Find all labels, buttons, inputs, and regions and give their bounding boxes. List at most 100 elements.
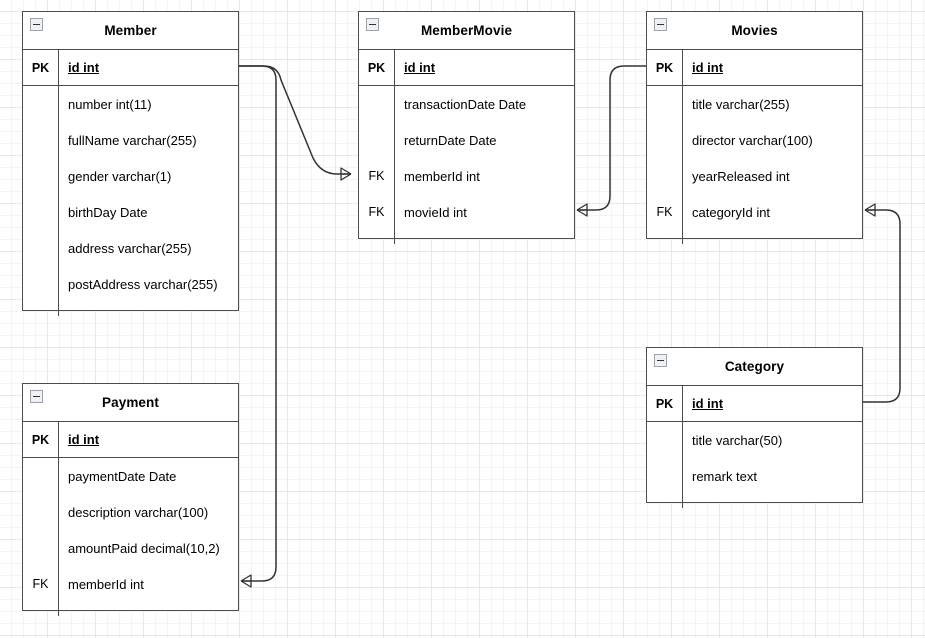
attribute-name: title varchar(255)	[692, 96, 790, 112]
key-label: PK	[23, 50, 59, 85]
table-row[interactable]: paymentDate Date	[23, 458, 238, 494]
entity-title: Category	[724, 359, 785, 374]
attribute-name: memberId int	[404, 168, 480, 184]
attribute-name: paymentDate Date	[68, 468, 177, 484]
attribute-name: id int	[68, 432, 100, 447]
table-row[interactable]: PK id int	[647, 386, 862, 422]
entity-membermovie[interactable]: MemberMovie PK id int transactionDate Da…	[358, 11, 575, 244]
table-row[interactable]: PK id int	[23, 422, 238, 458]
table-row[interactable]: FK memberId int	[23, 566, 238, 602]
table-row[interactable]: amountPaid decimal(10,2)	[23, 530, 238, 566]
entity-bottom-spacer	[23, 302, 238, 316]
key-label	[23, 122, 59, 158]
entity-title: Member	[104, 23, 157, 38]
key-label	[23, 86, 59, 122]
entity-header-member: Member	[23, 12, 238, 50]
key-label	[647, 86, 683, 122]
entity-movies[interactable]: Movies PK id int title varchar(255) dire…	[646, 11, 863, 244]
entity-body-membermovie: PK id int transactionDate Date returnDat…	[359, 50, 574, 244]
entity-category[interactable]: Category PK id int title varchar(50) rem…	[646, 347, 863, 508]
key-label	[23, 158, 59, 194]
attribute-name: transactionDate Date	[404, 96, 527, 112]
minus-box-icon[interactable]	[30, 390, 43, 403]
key-label: PK	[647, 386, 683, 421]
attribute-name: id int	[68, 60, 100, 75]
key-label: PK	[647, 50, 683, 85]
key-label	[359, 122, 395, 158]
key-label: FK	[359, 194, 395, 230]
entity-title: MemberMovie	[420, 23, 513, 38]
attribute-name: birthDay Date	[68, 204, 148, 220]
entity-bottom-spacer	[647, 494, 862, 508]
table-row[interactable]: description varchar(100)	[23, 494, 238, 530]
attribute-name: remark text	[692, 468, 758, 484]
key-label: PK	[359, 50, 395, 85]
key-label: FK	[359, 158, 395, 194]
table-row[interactable]: gender varchar(1)	[23, 158, 238, 194]
key-label	[23, 194, 59, 230]
key-label	[23, 266, 59, 302]
table-row[interactable]: FK movieId int	[359, 194, 574, 230]
table-row[interactable]: FK categoryId int	[647, 194, 862, 230]
table-row[interactable]: FK memberId int	[359, 158, 574, 194]
table-row[interactable]: yearReleased int	[647, 158, 862, 194]
key-label: PK	[23, 422, 59, 457]
entity-bottom-spacer	[647, 230, 862, 244]
entity-body-member: PK id int number int(11) fullName varcha…	[23, 50, 238, 316]
key-label	[359, 86, 395, 122]
relationship-movies-membermovie	[576, 65, 646, 217]
entity-member[interactable]: Member PK id int number int(11) fullName…	[22, 11, 239, 316]
table-row[interactable]: PK id int	[23, 50, 238, 86]
attribute-name: amountPaid decimal(10,2)	[68, 540, 220, 556]
table-row[interactable]: fullName varchar(255)	[23, 122, 238, 158]
table-row[interactable]: number int(11)	[23, 86, 238, 122]
entity-payment[interactable]: Payment PK id int paymentDate Date descr…	[22, 383, 239, 616]
minus-box-icon[interactable]	[654, 18, 667, 31]
entity-body-category: PK id int title varchar(50) remark text	[647, 386, 862, 508]
relationship-member-membermovie	[239, 65, 352, 181]
entity-bottom-spacer	[23, 602, 238, 616]
attribute-name: yearReleased int	[692, 168, 790, 184]
entity-body-payment: PK id int paymentDate Date description v…	[23, 422, 238, 616]
table-row[interactable]: remark text	[647, 458, 862, 494]
entity-header-membermovie: MemberMovie	[359, 12, 574, 50]
key-label	[647, 422, 683, 458]
table-row[interactable]: title varchar(255)	[647, 86, 862, 122]
minus-box-icon[interactable]	[366, 18, 379, 31]
entity-bottom-spacer	[359, 230, 574, 244]
attribute-name: title varchar(50)	[692, 432, 783, 448]
minus-box-icon[interactable]	[654, 354, 667, 367]
table-row[interactable]: postAddress varchar(255)	[23, 266, 238, 302]
attribute-name: postAddress varchar(255)	[68, 276, 218, 292]
table-row[interactable]: director varchar(100)	[647, 122, 862, 158]
key-label: FK	[647, 194, 683, 230]
attribute-name: id int	[692, 396, 724, 411]
table-row[interactable]: title varchar(50)	[647, 422, 862, 458]
attribute-name: number int(11)	[68, 96, 152, 112]
key-label	[23, 230, 59, 266]
relationship-category-movies	[863, 203, 901, 403]
attribute-name: returnDate Date	[404, 132, 497, 148]
entity-header-movies: Movies	[647, 12, 862, 50]
attribute-name: movieId int	[404, 204, 467, 220]
minus-box-icon[interactable]	[30, 18, 43, 31]
attribute-name: fullName varchar(255)	[68, 132, 197, 148]
table-row[interactable]: birthDay Date	[23, 194, 238, 230]
attribute-name: gender varchar(1)	[68, 168, 172, 184]
table-row[interactable]: PK id int	[647, 50, 862, 86]
attribute-name: director varchar(100)	[692, 132, 813, 148]
attribute-name: description varchar(100)	[68, 504, 209, 520]
entity-header-category: Category	[647, 348, 862, 386]
table-row[interactable]: returnDate Date	[359, 122, 574, 158]
attribute-name: categoryId int	[692, 204, 771, 220]
entity-title: Payment	[102, 395, 159, 410]
table-row[interactable]: transactionDate Date	[359, 86, 574, 122]
entity-header-payment: Payment	[23, 384, 238, 422]
table-row[interactable]: address varchar(255)	[23, 230, 238, 266]
attribute-name: address varchar(255)	[68, 240, 192, 256]
entity-body-movies: PK id int title varchar(255) director va…	[647, 50, 862, 244]
table-row[interactable]: PK id int	[359, 50, 574, 86]
attribute-name: id int	[404, 60, 436, 75]
attribute-name: id int	[692, 60, 724, 75]
